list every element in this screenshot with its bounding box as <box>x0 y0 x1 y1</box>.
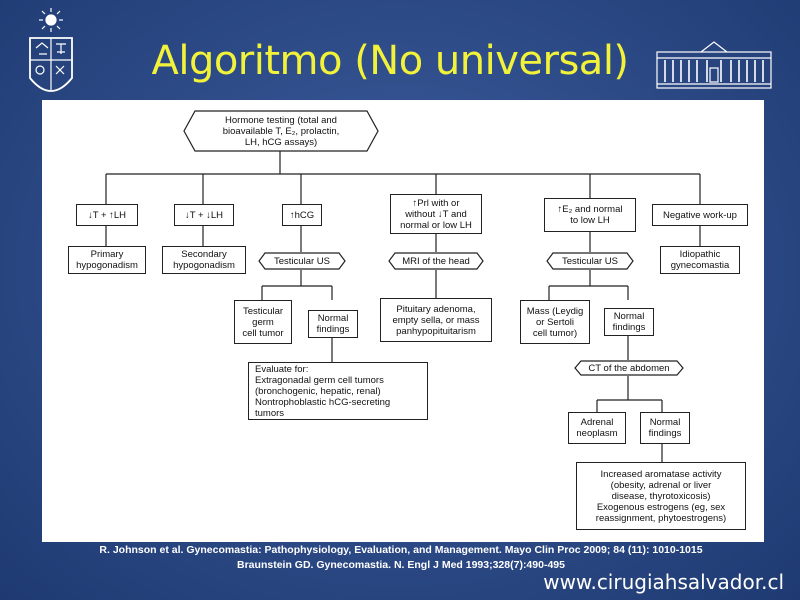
adrenal-neoplasm-node: Adrenal neoplasm <box>568 412 626 444</box>
high-hcg-node: ↑hCG <box>282 204 322 226</box>
normal-findings-node-2: Normal findings <box>604 308 654 336</box>
mass-leydig-sertoli-node: Mass (Leydig or Sertoli cell tumor) <box>520 300 590 344</box>
hospital-building-logo <box>656 41 772 89</box>
ct-abdomen-label: CT of the abdomen <box>588 362 670 374</box>
high-prolactin-node: ↑Prl with or without ↓T and normal or lo… <box>390 194 482 234</box>
testicular-germ-cell-tumor-node: Testicular germ cell tumor <box>234 300 292 344</box>
hormone-testing-label: Hormone testing (total and bioavailable … <box>222 114 340 148</box>
pituitary-adenoma-node: Pituitary adenoma, empty sella, or mass … <box>380 298 492 342</box>
citation-line-1: R. Johnson et al. Gynecomastia: Pathophy… <box>99 544 703 556</box>
evaluate-for-node: Evaluate for: Extragonadal germ cell tum… <box>248 362 428 420</box>
aromatase-estrogens-node: Increased aromatase activity (obesity, a… <box>576 462 746 530</box>
slide-title: Algoritmo (No universal) <box>151 38 629 84</box>
testicular-us-node-1: Testicular US <box>258 252 346 270</box>
ct-abdomen-node: CT of the abdomen <box>574 360 684 376</box>
secondary-hypogonadism-node: Secondary hypogonadism <box>162 246 246 274</box>
testicular-us-label-1: Testicular US <box>274 255 330 267</box>
primary-hypogonadism-node: Primary hypogonadism <box>68 246 146 274</box>
testicular-us-node-2: Testicular US <box>546 252 634 270</box>
normal-findings-node-1: Normal findings <box>308 310 358 338</box>
flowchart-panel: Hormone testing (total and bioavailable … <box>42 100 764 542</box>
high-estradiol-node: ↑E₂ and normal to low LH <box>544 198 636 232</box>
normal-findings-node-3: Normal findings <box>640 412 690 444</box>
low-t-low-lh-node: ↓T + ↓LH <box>174 204 234 226</box>
idiopathic-gynecomastia-node: Idiopathic gynecomastia <box>660 246 740 274</box>
citation: R. Johnson et al. Gynecomastia: Pathophy… <box>40 543 762 573</box>
low-t-high-lh-node: ↓T + ↑LH <box>76 204 138 226</box>
negative-workup-node: Negative work-up <box>652 204 748 226</box>
connector-lines <box>105 150 701 462</box>
mri-head-label: MRI of the head <box>402 255 470 267</box>
citation-line-2: Braunstein GD. Gynecomastia. N. Engl J M… <box>237 559 565 571</box>
website-url: www.cirugiahsalvador.cl <box>543 570 784 594</box>
hormone-testing-node: Hormone testing (total and bioavailable … <box>183 110 379 152</box>
university-crest-logo <box>29 8 73 92</box>
testicular-us-label-2: Testicular US <box>562 255 618 267</box>
mri-head-node: MRI of the head <box>388 252 484 270</box>
